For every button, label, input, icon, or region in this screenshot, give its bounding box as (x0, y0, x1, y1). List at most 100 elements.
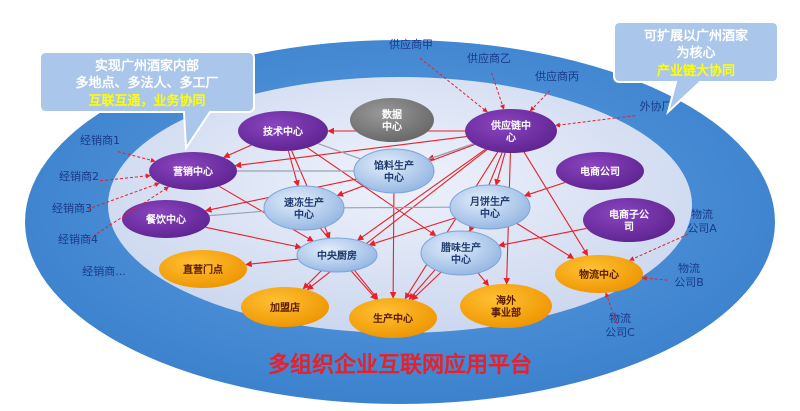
arrow-supply_center-to-central_kitchen (356, 148, 486, 241)
node-label: 中央厨房 (317, 249, 357, 262)
node-shape (420, 230, 502, 276)
arrow-cured_production-to-overseas_division (477, 272, 490, 287)
arrow-filling_production-to-production_center (389, 192, 397, 299)
callout-left: 实现广州酒家内部 多地点、多法人、多工厂 互联互通，业务协同 (39, 51, 255, 152)
node-label: 中心 (480, 207, 500, 220)
external-dealer-3: 经销商3 (52, 201, 92, 215)
external-dealer-2: 经销商2 (59, 169, 99, 183)
node-shape (350, 98, 434, 142)
node-shape (460, 284, 552, 328)
node-franchise-store: 加盟店 (241, 287, 329, 327)
node-label: 数据 (382, 108, 402, 121)
node-label: 速冻生产 (284, 196, 324, 209)
external-label: 供应商甲 (389, 37, 433, 51)
node-marketing-center: 营销中心 (149, 152, 237, 190)
arrow-mooncake_production-to-logistics_center (516, 222, 575, 259)
arrow-tech_center-to-marketing_center (223, 144, 252, 158)
external-supplier-c: 供应商丙 (535, 69, 579, 83)
node-label: 餐饮中心 (145, 213, 186, 226)
arrow-tech_center-to-frozen_production (287, 150, 300, 187)
arrow-catering_center-to-central_kitchen (205, 226, 302, 250)
external-label: 经销商4 (58, 232, 98, 246)
node-label: 事业部 (491, 306, 521, 319)
node-label: 中心 (382, 120, 402, 133)
arrow-tech_center-to-cured_production (307, 147, 437, 237)
node-label: 物流中心 (579, 268, 619, 281)
dashed-arrow-logistics_c (604, 292, 618, 325)
node-label: 生产中心 (373, 312, 413, 325)
link-frozen_production-catering_center (209, 210, 265, 217)
node-label: 中心 (294, 208, 314, 221)
node-shape (449, 184, 531, 230)
arrow-supply_center-to-mooncake_production (494, 152, 506, 186)
node-direct-store: 直营门点 (159, 250, 247, 288)
node-label: 电商公司 (580, 165, 620, 178)
callout-left-line-1: 实现广州酒家内部 (95, 58, 199, 74)
node-shape (349, 298, 437, 338)
node-shape (296, 237, 378, 273)
node-central-kitchen: 中央厨房 (296, 237, 378, 273)
node-shape (583, 198, 675, 242)
link-frozen_production-mooncake_production (343, 206, 451, 209)
arrow-central_kitchen-to-direct_store (245, 258, 299, 268)
arrow-ecommerce_company-to-mooncake_production (523, 181, 566, 198)
callout-right-highlight: 产业链大协同 (657, 63, 735, 79)
arrow-ecommerce_subsidiary-to-cured_production (498, 227, 587, 248)
arrow-mooncake_production-to-central_kitchen (368, 217, 456, 247)
link-tech_center-filling_production (317, 143, 361, 160)
arrow-cured_production-to-production_center (411, 271, 442, 301)
external-dealer-1: 经销商1 (80, 133, 120, 147)
node-label: 直营门点 (183, 263, 223, 276)
node-catering-center: 餐饮中心 (122, 200, 210, 238)
external-label: 公司C (605, 326, 635, 339)
external-label: 物流 (609, 311, 631, 325)
dashed-arrow-dealer_4 (88, 186, 170, 240)
external-label: 外协厂 (640, 99, 673, 113)
external-label: 物流 (678, 261, 700, 275)
node-shape (238, 111, 328, 151)
node-shape (555, 255, 643, 293)
external-supplier-b: 供应商乙 (467, 51, 511, 65)
node-tech-center: 技术中心 (238, 111, 328, 151)
node-shape (353, 148, 435, 194)
arrow-supply_center-to-marketing_center (234, 136, 467, 169)
callout-left-highlight: 互联互通，业务协同 (88, 93, 205, 109)
dashed-arrow-supplier_a (419, 57, 488, 113)
node-label: 海外 (496, 294, 516, 307)
external-label: 物流 (691, 207, 713, 221)
node-label: 月饼生产 (469, 195, 510, 208)
node-shape (241, 287, 329, 327)
node-shape (556, 152, 644, 190)
dashed-arrow-outsourcing_factory (555, 115, 636, 128)
node-label: 馅料生产 (374, 159, 414, 172)
node-layer: 数据中心技术中心供应链中心营销中心馅料生产中心电商公司速冻生产中心月饼生产中心餐… (122, 98, 675, 338)
node-label: 心 (506, 132, 516, 144)
callout-right-line-1: 可扩展以广州酒家 (644, 28, 749, 44)
node-shape (465, 109, 557, 153)
external-label: 公司A (687, 222, 717, 235)
node-label: 技术中心 (263, 125, 303, 138)
node-label: 电商子公 (609, 208, 649, 221)
arrow-central_kitchen-to-franchise_store (302, 270, 322, 290)
external-supplier-a: 供应商甲 (389, 37, 433, 51)
dashed-arrow-logistics_b (641, 275, 668, 281)
external-dealer-4: 经销商4 (58, 232, 98, 246)
node-shape (149, 152, 237, 190)
callout-right: 可扩展以广州酒家 为核心 产业链大协同 (613, 21, 779, 116)
node-label: 司 (624, 221, 634, 233)
node-label: 供应链中 (490, 119, 531, 132)
node-ecommerce-company: 电商公司 (556, 152, 644, 190)
external-label: 经销商... (82, 264, 126, 278)
